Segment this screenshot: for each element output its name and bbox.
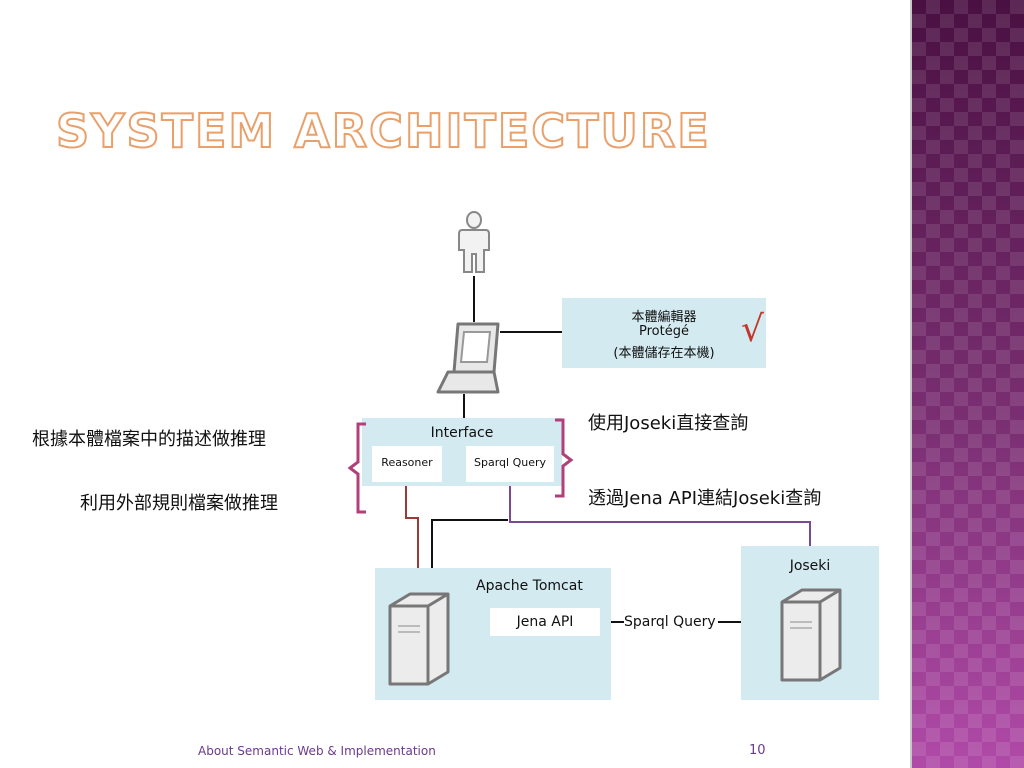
editor-line-1: 本體編輯器 — [631, 310, 697, 325]
joseki-title: Joseki — [789, 558, 831, 574]
laptop-icon — [436, 322, 500, 394]
right-note-bottom: 透過Jena API連結Joseki查詢 — [588, 488, 822, 509]
sparql-query-box — [466, 446, 554, 482]
left-bracket — [347, 422, 366, 514]
editor-line-2: Protégé — [639, 324, 689, 339]
interface-title: Interface — [430, 425, 494, 441]
left-note-top: 根據本體檔案中的描述做推理 — [32, 429, 266, 450]
reasoner-label: Reasoner — [381, 456, 433, 469]
right-decorative-bar — [912, 0, 1024, 768]
footer-text: About Semantic Web & Implementation — [198, 744, 436, 758]
ontology-editor-box — [562, 298, 766, 368]
sparql-link-label: Sparql Query — [624, 614, 716, 630]
right-decorative-bar-edge — [910, 0, 913, 768]
reasoner-box — [372, 446, 442, 482]
check-mark: √ — [741, 309, 764, 350]
jena-api-label: Jena API — [516, 614, 574, 630]
joseki-server-icon — [780, 588, 842, 682]
right-note-top: 使用Joseki直接查詢 — [588, 413, 749, 434]
sparql-query-label: Sparql Query — [474, 456, 546, 469]
sparql-to-joseki-line — [509, 482, 811, 548]
reasoner-to-server-line — [405, 482, 419, 592]
editor-line-3: (本體儲存在本機) — [613, 346, 715, 361]
apache-tomcat-title: Apache Tomcat — [476, 578, 583, 594]
page-number: 10 — [749, 743, 766, 758]
tomcat-server-icon — [388, 592, 450, 686]
user-icon — [458, 211, 490, 273]
slide-title: SYSTEM ARCHITECTURE — [55, 103, 711, 159]
left-note-bottom: 利用外部規則檔案做推理 — [80, 493, 278, 514]
right-bracket — [555, 418, 574, 498]
jena-api-box — [490, 608, 600, 636]
